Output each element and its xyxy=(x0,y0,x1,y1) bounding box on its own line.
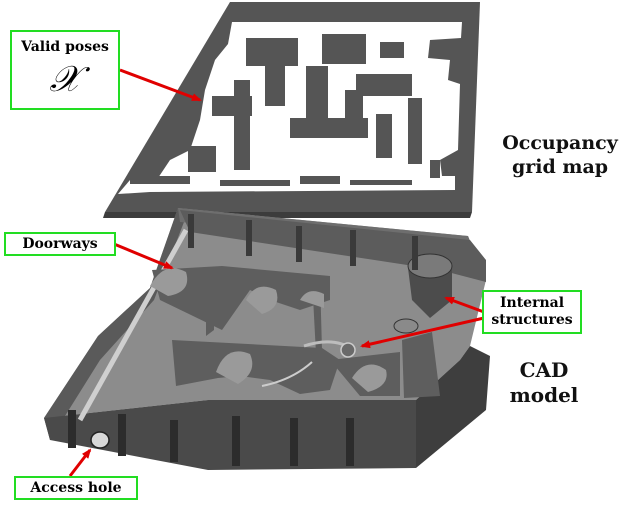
arrow-access-hole xyxy=(68,448,92,477)
title-cad-line1: CAD xyxy=(519,358,569,382)
model-right-face xyxy=(416,346,490,468)
arrows xyxy=(68,68,485,477)
title-occupancy-line2: grid map xyxy=(511,155,609,178)
model-left-wall xyxy=(44,208,184,440)
model-front-face xyxy=(44,400,416,470)
map-plate-edge xyxy=(103,212,472,218)
label-valid-poses-text: Valid poses xyxy=(21,39,109,55)
arrow-internal-structures-cylinder xyxy=(444,296,485,314)
arrow-doorways xyxy=(113,242,174,270)
model-posts xyxy=(188,214,418,270)
title-cad-model: CAD model xyxy=(496,358,592,408)
model-cylinder xyxy=(407,253,453,318)
label-access-hole-text: Access hole xyxy=(30,480,122,496)
arrow-internal-structures-bracket xyxy=(360,316,485,349)
label-valid-poses-symbol: 𝒳 xyxy=(49,59,81,100)
occupancy-grid-map xyxy=(103,2,480,218)
label-valid-poses: Valid poses 𝒳 xyxy=(10,30,120,110)
label-access-hole: Access hole xyxy=(14,476,138,500)
label-doorways-text: Doorways xyxy=(22,236,98,252)
cad-model xyxy=(44,208,490,470)
model-small-structures xyxy=(261,318,419,387)
map-obstacles xyxy=(130,34,440,186)
title-occupancy-line1: Occupancy xyxy=(502,132,618,154)
label-internal-structures-line1: Internal xyxy=(499,295,565,312)
label-internal-structures: Internal structures xyxy=(482,290,582,334)
model-doorway-cuts xyxy=(150,268,387,392)
title-cad-line2: model xyxy=(509,383,579,407)
label-doorways: Doorways xyxy=(4,232,116,256)
model-front-posts xyxy=(68,410,354,466)
label-internal-structures-line2: structures xyxy=(491,312,573,328)
model-access-hole xyxy=(90,431,110,449)
arrow-valid-poses xyxy=(119,68,202,102)
title-occupancy-grid-map: Occupancy grid map xyxy=(494,132,626,180)
